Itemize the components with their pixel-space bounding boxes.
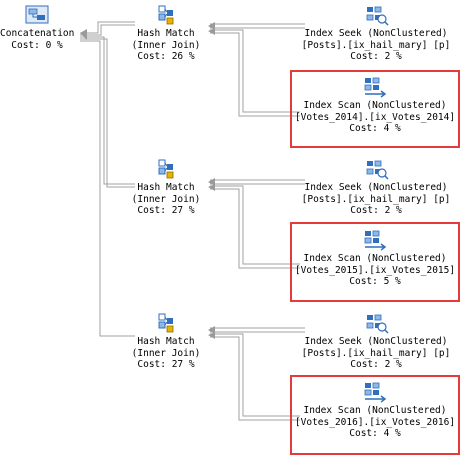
connector-concat-to-hash-2 xyxy=(80,36,135,185)
index-seek-node-3[interactable]: Index Seek (NonClustered) [Posts].[ix_ha… xyxy=(296,312,456,371)
arrowhead xyxy=(208,178,215,186)
hash-match-node-3[interactable]: Hash Match (Inner Join) Cost: 27 % xyxy=(128,312,204,371)
connector-hash1-scan1 xyxy=(210,29,300,113)
connector-concat-to-hash-3 xyxy=(80,40,135,337)
hash-match-cost: Cost: 27 % xyxy=(137,359,195,370)
concatenation-name: Concatenation xyxy=(0,28,75,39)
arrowhead xyxy=(80,29,87,40)
hash-match-cost: Cost: 27 % xyxy=(137,205,195,216)
arrowhead xyxy=(208,28,215,35)
hash-match-name: Hash Match xyxy=(137,28,195,39)
hash-match-cost: Cost: 26 % xyxy=(137,51,195,62)
index-scan-cost: Cost: 4 % xyxy=(349,123,401,134)
index-scan-object: [Votes_2016].[ix_Votes_2016] xyxy=(294,416,456,428)
hash-match-sub: (Inner Join) xyxy=(131,193,201,205)
index-scan-icon xyxy=(364,230,387,251)
index-seek-node-1[interactable]: Index Seek (NonClustered) [Posts].[ix_ha… xyxy=(296,4,456,63)
connector-hash2-scan2 xyxy=(210,185,300,265)
concatenation-icon xyxy=(25,5,49,24)
hash-match-node-2[interactable]: Hash Match (Inner Join) Cost: 27 % xyxy=(128,158,204,217)
connector-concat-to-hash-1 xyxy=(80,21,135,34)
arrowhead xyxy=(208,326,215,334)
index-seek-object: [Posts].[ix_hail_mary] [p] xyxy=(301,193,451,205)
concatenation-node[interactable]: Concatenation Cost: 0 % xyxy=(0,4,74,51)
index-seek-name: Index Seek (NonClustered) xyxy=(304,182,448,193)
connector-hash3-scan3 xyxy=(210,333,300,417)
arrowhead xyxy=(208,332,215,339)
index-scan-object: [Votes_2015].[ix_Votes_2015] xyxy=(294,264,456,276)
index-scan-node-2[interactable]: Index Scan (NonClustered) [Votes_2015].[… xyxy=(294,229,456,288)
highlight-box-scan-2 xyxy=(290,222,460,302)
index-seek-node-2[interactable]: Index Seek (NonClustered) [Posts].[ix_ha… xyxy=(296,158,456,217)
hash-match-icon xyxy=(158,5,174,25)
index-seek-name: Index Seek (NonClustered) xyxy=(304,28,448,39)
hash-match-node-1[interactable]: Hash Match (Inner Join) Cost: 26 % xyxy=(128,4,204,63)
index-seek-cost: Cost: 2 % xyxy=(350,359,402,370)
index-seek-cost: Cost: 2 % xyxy=(350,51,402,62)
arrowhead xyxy=(208,22,215,30)
index-seek-icon xyxy=(366,6,389,26)
index-seek-icon xyxy=(366,160,389,180)
hash-match-sub: (Inner Join) xyxy=(131,39,201,51)
index-scan-name: Index Scan (NonClustered) xyxy=(303,100,447,111)
index-seek-icon xyxy=(366,314,389,334)
index-scan-name: Index Scan (NonClustered) xyxy=(303,405,447,416)
index-scan-node-1[interactable]: Index Scan (NonClustered) [Votes_2014].[… xyxy=(294,76,456,135)
index-seek-name: Index Seek (NonClustered) xyxy=(304,336,448,347)
index-seek-cost: Cost: 2 % xyxy=(350,205,402,216)
index-scan-name: Index Scan (NonClustered) xyxy=(303,253,447,264)
index-seek-object: [Posts].[ix_hail_mary] [p] xyxy=(301,347,451,359)
index-scan-icon xyxy=(364,77,387,98)
hash-match-name: Hash Match xyxy=(137,336,195,347)
index-scan-cost: Cost: 4 % xyxy=(349,428,401,439)
arrowhead xyxy=(208,184,215,191)
index-scan-node-3[interactable]: Index Scan (NonClustered) [Votes_2016].[… xyxy=(294,381,456,440)
hash-match-sub: (Inner Join) xyxy=(131,347,201,359)
index-scan-object: [Votes_2014].[ix_Votes_2014] xyxy=(294,111,456,123)
concatenation-cost: Cost: 0 % xyxy=(11,39,63,51)
index-seek-object: [Posts].[ix_hail_mary] [p] xyxy=(301,39,451,51)
highlight-box-scan-3 xyxy=(290,375,460,455)
hash-match-icon xyxy=(158,313,174,333)
hash-match-name: Hash Match xyxy=(137,182,195,193)
index-scan-cost: Cost: 5 % xyxy=(349,276,401,287)
hash-match-icon xyxy=(158,159,174,179)
highlight-box-scan-1 xyxy=(290,70,460,148)
index-scan-icon xyxy=(364,382,387,403)
